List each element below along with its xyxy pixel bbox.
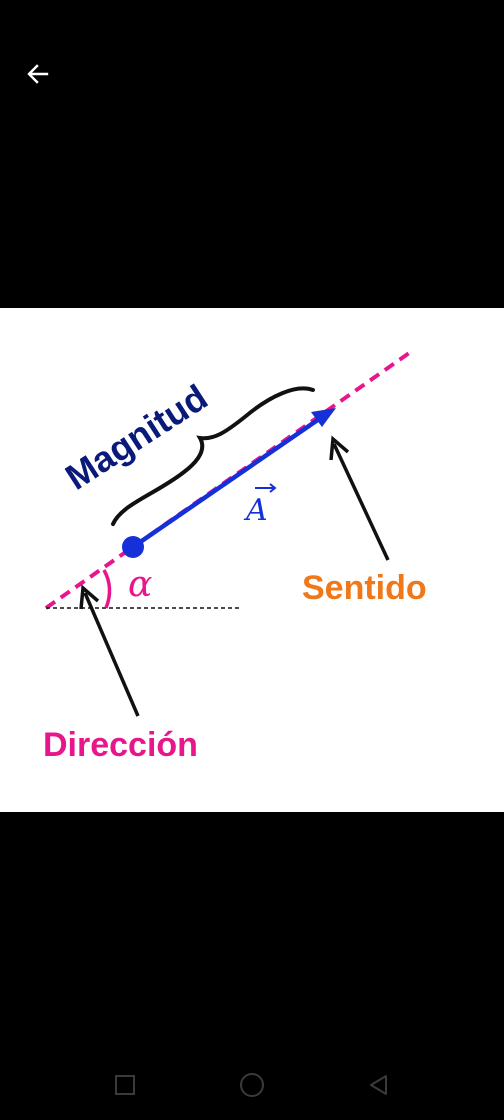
direction-pointer-arrow — [83, 592, 140, 717]
vector-a-label: A — [243, 493, 268, 528]
direction-pointer-arrowhead — [79, 584, 100, 610]
vector-a-arrowhead — [311, 408, 336, 427]
vector-a-line — [131, 415, 324, 549]
vector-diagram-image: Magnitud A α Sentido Dirección — [0, 308, 504, 812]
vector-origin-point — [122, 536, 144, 558]
magnitude-brace — [111, 386, 315, 526]
square-icon — [115, 1075, 136, 1095]
angle-arc — [102, 569, 112, 609]
vector-a-overarrow — [255, 483, 277, 493]
home-button[interactable] — [232, 1065, 272, 1105]
sense-label: Sentido — [302, 569, 427, 607]
sense-pointer-arrow — [332, 443, 390, 561]
triangle-back-icon — [369, 1075, 387, 1095]
circle-icon — [239, 1073, 264, 1097]
system-navigation-bar — [0, 1050, 504, 1120]
direction-label: Dirección — [43, 726, 198, 764]
arrow-left-icon — [27, 64, 49, 84]
sense-pointer-arrowhead — [329, 435, 350, 461]
angle-alpha-label: α — [128, 564, 152, 605]
magnitude-label: Magnitud — [58, 376, 214, 498]
vector-diagram: Magnitud A α Sentido Dirección — [43, 349, 427, 764]
nav-back-button[interactable] — [359, 1065, 399, 1105]
back-button[interactable] — [18, 54, 58, 94]
recents-button[interactable] — [105, 1065, 145, 1105]
